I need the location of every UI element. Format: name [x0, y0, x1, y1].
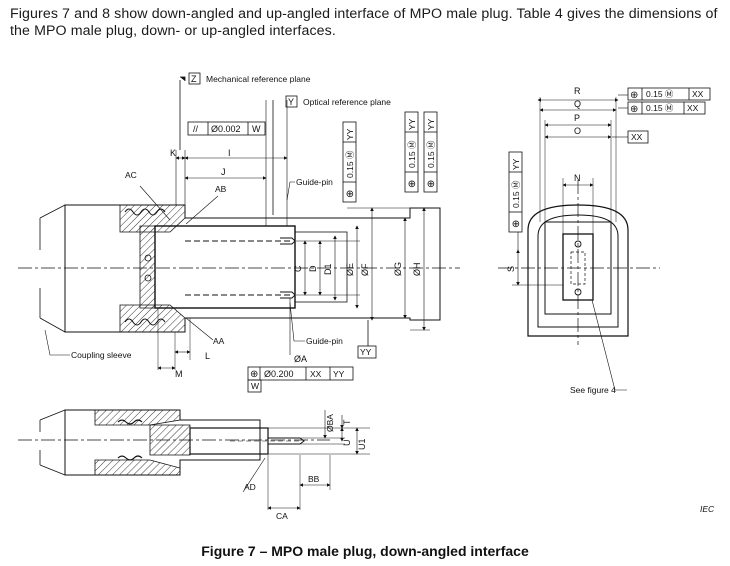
- dim-i: I: [228, 148, 231, 158]
- vtf1-sym: ⊕: [345, 190, 356, 198]
- side-frame-q-ref: XX: [687, 103, 699, 113]
- datum-yy-label: YY: [360, 347, 372, 357]
- dim-d: D: [308, 265, 318, 272]
- dim-n: N: [574, 173, 581, 183]
- ferrule-rect: [154, 225, 296, 309]
- side-vtf-val: 0.15 Ⓜ: [511, 180, 521, 208]
- intro-paragraph: Figures 7 and 8 show down-angled and up-…: [10, 6, 718, 39]
- side-vtf-ref: YY: [511, 158, 521, 170]
- dim-g: ØG: [393, 262, 403, 276]
- dim-m: M: [175, 369, 183, 379]
- parallel-value: Ø0.002: [211, 124, 241, 134]
- datum-yy-ref: [357, 320, 377, 359]
- bottom-pos-sym: ⊕: [250, 369, 258, 380]
- side-frame-q-val: 0.15 Ⓜ: [646, 103, 674, 113]
- dim-e: ØE: [345, 263, 355, 276]
- iec-mark: IEC: [700, 504, 715, 514]
- vtf1-val: 0.15 Ⓜ: [345, 150, 355, 178]
- coupling-sleeve-bottom-hatch: [119, 304, 186, 333]
- bottom-position-frame: [247, 366, 354, 393]
- lower-ferrule: [189, 427, 269, 455]
- bottom-pos-ref2: YY: [333, 369, 345, 379]
- side-frame-q-sym: ⊕: [630, 104, 638, 115]
- dim-ab: AB: [215, 184, 227, 194]
- datum-z-ref: [180, 72, 201, 85]
- dim-p: P: [574, 113, 580, 123]
- dim-o: O: [574, 126, 581, 136]
- vtf3-ref: YY: [426, 118, 436, 130]
- side-frame-r-val: 0.15 Ⓜ: [646, 89, 674, 99]
- dim-ba: ØBA: [325, 414, 335, 432]
- side-vertical-frame: [508, 151, 523, 233]
- dim-bb: BB: [308, 474, 320, 484]
- datum-z-box-label: Z: [191, 74, 197, 84]
- end-view-pin-bottom: [574, 288, 582, 296]
- dim-t: T: [342, 419, 352, 425]
- bottom-datum-w: W: [251, 381, 259, 391]
- dim-k: K: [170, 148, 176, 158]
- ferrule-end-rect: [294, 231, 348, 303]
- end-view-outer-shell: [527, 204, 629, 337]
- datum-z-label: Mechanical reference plane: [206, 74, 311, 84]
- dim-ca: CA: [276, 511, 288, 521]
- figure-caption: Figure 7 – MPO male plug, down-angled in…: [201, 543, 529, 559]
- datum-y-label: Optical reference plane: [303, 97, 391, 107]
- dim-s: S: [506, 266, 516, 272]
- dim-u: U: [342, 440, 352, 447]
- lower-hatch-bottom: [94, 459, 181, 476]
- side-frame-q: [627, 101, 706, 115]
- vtf1-ref: YY: [345, 128, 355, 140]
- dim-q: Q: [574, 99, 581, 109]
- lower-hatch-inner: [149, 424, 191, 456]
- side-frame-r-sym: ⊕: [630, 90, 638, 101]
- dim-l: L: [205, 351, 210, 361]
- parallel-ref: W: [252, 124, 261, 134]
- end-view-ferrule: [544, 221, 612, 315]
- datum-xx-ref: [627, 130, 649, 144]
- bottom-pos-ref1: XX: [310, 369, 322, 379]
- coupling-sleeve-label: Coupling sleeve: [71, 350, 132, 360]
- side-frame-r-ref: XX: [692, 89, 704, 99]
- dim-h: ØH: [412, 263, 422, 277]
- vertical-tolerance-frame-2: [404, 111, 438, 193]
- housing-hatch-left: [139, 225, 156, 309]
- dim-u1: U1: [357, 438, 367, 450]
- bottom-pos-val: Ø0.200: [264, 369, 294, 379]
- vtf2-sym: ⊕: [407, 180, 418, 188]
- parallel-symbol: //: [193, 124, 199, 134]
- dim-r: R: [574, 86, 581, 96]
- vtf3-sym: ⊕: [426, 180, 437, 188]
- datum-y-box-label: Y: [288, 97, 294, 107]
- end-view-ferrule-face: [562, 233, 594, 301]
- spring-bottom: [124, 318, 166, 326]
- lower-hatch-top: [94, 409, 181, 426]
- vtf2-ref: YY: [407, 118, 417, 130]
- end-view-inner-shell: [537, 214, 619, 328]
- dim-ac: AC: [125, 170, 137, 180]
- vtf3-val: 0.15 Ⓜ: [426, 140, 436, 168]
- datum-y-ref: [285, 95, 298, 108]
- dim-ad: AD: [244, 482, 256, 492]
- guide-pin-top-label: Guide-pin: [296, 177, 333, 187]
- parallelism-frame: [187, 121, 266, 136]
- dim-d1: D1: [323, 263, 333, 275]
- spring-top: [124, 208, 166, 216]
- dim-c: C: [293, 265, 303, 272]
- coupling-sleeve-top-hatch: [119, 204, 186, 233]
- lower-spring: [117, 419, 143, 461]
- vtf2-val: 0.15 Ⓜ: [407, 140, 417, 168]
- see-figure-label: See figure 4: [570, 385, 616, 395]
- dim-f: ØF: [360, 263, 370, 276]
- vertical-tolerance-frame-1: [342, 121, 357, 203]
- guide-pin-bottom-label: Guide-pin: [306, 336, 343, 346]
- side-vtf-sym: ⊕: [511, 220, 522, 228]
- side-frame-r: [627, 87, 711, 101]
- dim-a: ØA: [294, 354, 307, 364]
- end-view-pin-top: [574, 240, 582, 248]
- datum-xx-label: XX: [631, 132, 643, 142]
- dim-aa: AA: [213, 336, 225, 346]
- dim-j: J: [221, 167, 226, 177]
